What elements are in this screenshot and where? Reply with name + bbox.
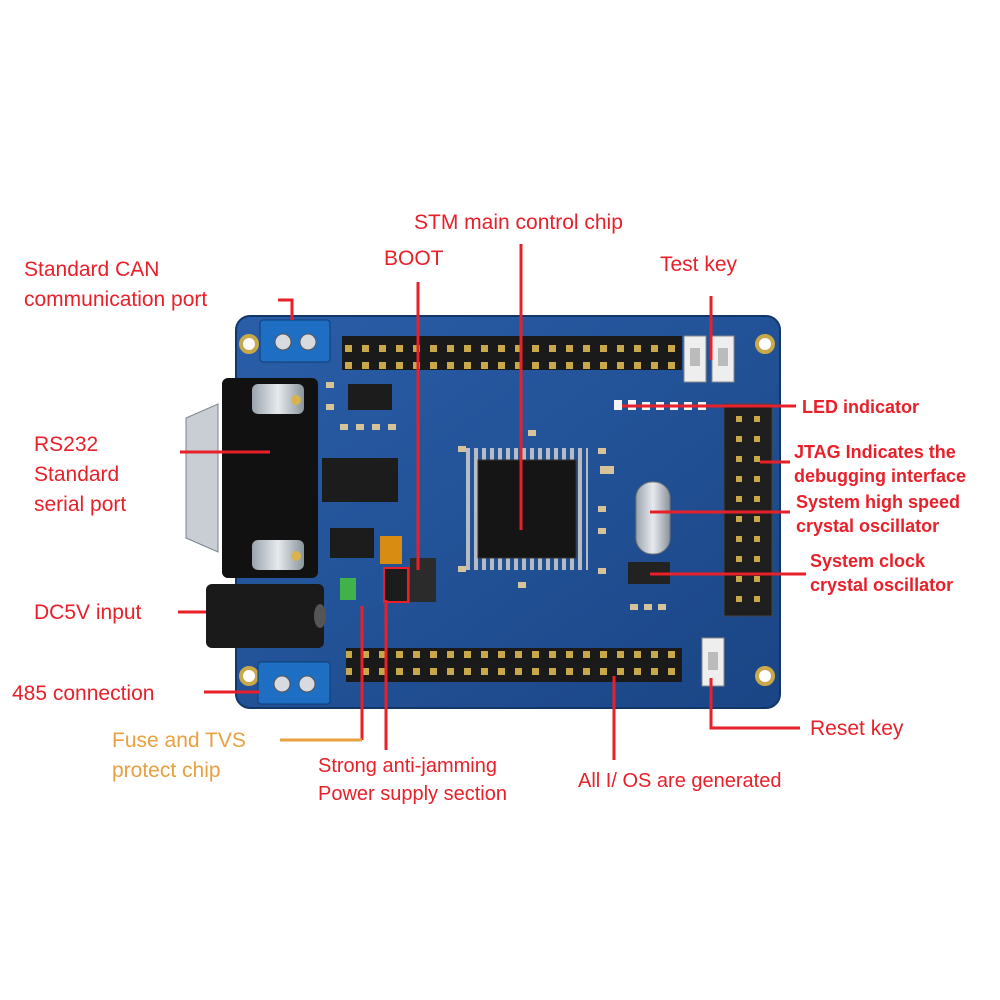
power-supply-label-line2: Power supply section xyxy=(318,783,507,805)
rs485-label: 485 connection xyxy=(12,682,155,705)
fuse-component xyxy=(340,578,356,600)
fuse-tvs-label-line2: protect chip xyxy=(112,759,221,782)
dc5v-input-label: DC5V input xyxy=(34,601,142,624)
rs485-terminal-block xyxy=(257,661,331,705)
can-terminal-block xyxy=(259,319,331,363)
all-io-label: All I/ OS are generated xyxy=(578,770,782,792)
boot-label: BOOT xyxy=(384,247,444,270)
rs232-label-line1: RS232 xyxy=(34,433,99,456)
passive-components xyxy=(326,382,666,610)
fuse-tvs-label-line1: Fuse and TVS xyxy=(112,729,246,752)
regulator-ic xyxy=(330,528,374,558)
high-speed-oscillator xyxy=(635,481,671,555)
test-key-label: Test key xyxy=(660,253,738,276)
jtag-pin-grid xyxy=(736,416,760,602)
reset-key-label: Reset key xyxy=(810,717,904,740)
high-speed-osc-label-line1: System high speed xyxy=(796,492,961,512)
led-indicator-label: LED indicator xyxy=(802,397,920,417)
clock-oscillator xyxy=(628,562,670,584)
power-chip xyxy=(383,567,409,603)
transceiver-ic xyxy=(348,384,392,410)
max232-ic xyxy=(322,458,398,502)
reset-key-switch xyxy=(701,637,725,687)
can-port-label-line2: communication port xyxy=(24,288,208,311)
power-inductor xyxy=(380,536,402,564)
stm32-mcu-chip xyxy=(466,448,588,570)
can-port-label-line1: Standard CAN xyxy=(24,258,160,281)
high-speed-osc-label-line2: crystal oscillator xyxy=(796,516,940,536)
rs232-label-line2: Standard xyxy=(34,463,120,486)
mounting-holes xyxy=(239,334,775,686)
dc-power-jack xyxy=(206,584,326,648)
jtag-header xyxy=(723,403,773,617)
clock-osc-label-line2: crystal oscillator xyxy=(810,575,954,595)
db9-serial-connector xyxy=(185,378,318,578)
rs232-label-line3: serial port xyxy=(34,493,127,516)
bottom-pin-header xyxy=(346,648,682,682)
leader-lines xyxy=(178,244,806,760)
clock-osc-label-line1: System clock xyxy=(810,551,926,571)
boot-switch xyxy=(410,558,436,602)
power-supply-label-line1: Strong anti-jamming xyxy=(318,755,497,777)
stm-main-chip-label: STM main control chip xyxy=(414,211,623,234)
jtag-label-line1: JTAG Indicates the xyxy=(794,442,956,462)
top-pin-header xyxy=(342,336,682,370)
jtag-label-line2: debugging interface xyxy=(794,466,967,486)
